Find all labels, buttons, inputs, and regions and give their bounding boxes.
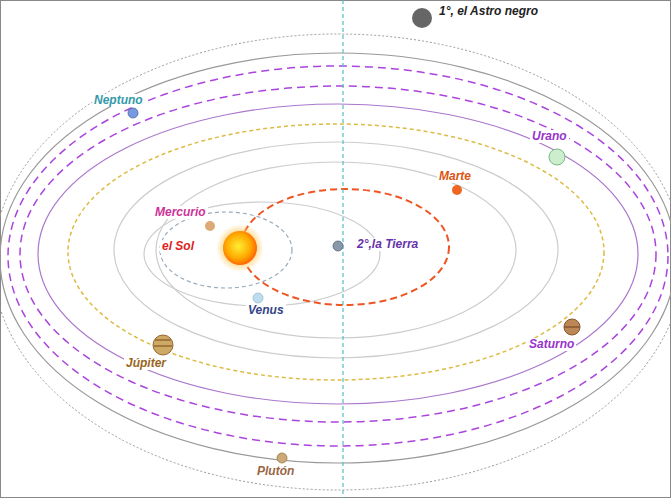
planet-label: Júpiter [124, 357, 168, 370]
planet-label: Mercurio [153, 206, 208, 219]
object-label: 1°, el Astro negro [437, 5, 540, 18]
planet-label: Urano [530, 130, 569, 143]
planet-label: Saturno [527, 338, 576, 351]
planet-label: 2°,la Tierra [355, 238, 420, 251]
planet-label: Neptuno [92, 94, 145, 107]
planet-label: Marte [437, 170, 473, 183]
star-label: el Sol [160, 240, 196, 253]
planet-label: Venus [246, 304, 286, 317]
planet-label: Plutón [255, 465, 296, 478]
